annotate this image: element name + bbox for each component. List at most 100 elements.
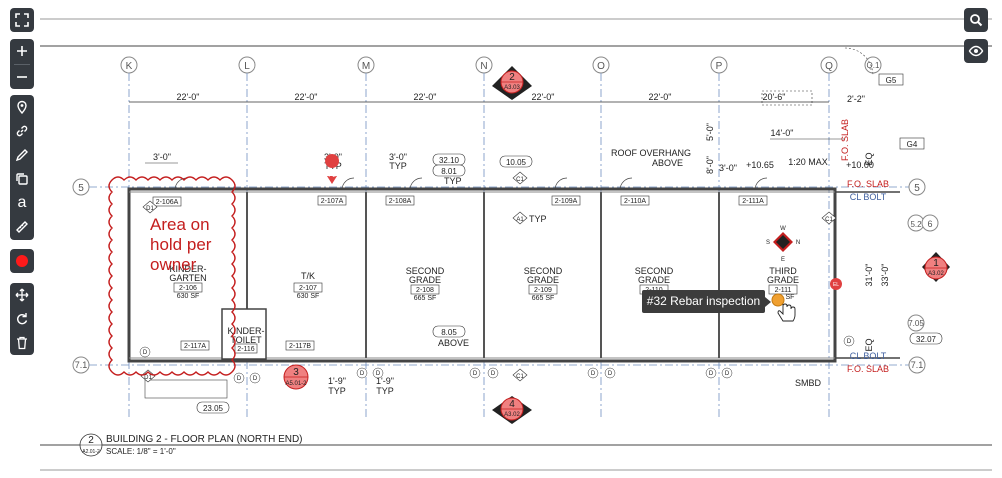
rotate-icon [17, 313, 28, 325]
svg-text:D: D [253, 376, 258, 382]
text-tool-button[interactable]: a [10, 191, 34, 215]
door-tag: 2-110A [620, 195, 650, 206]
svg-text:D: D [237, 376, 242, 382]
svg-text:S: S [766, 240, 770, 246]
section-marker-1-a302[interactable]: 1 A3.02 [922, 252, 950, 282]
svg-text:630 SF: 630 SF [297, 293, 320, 300]
svg-text:6: 6 [927, 219, 932, 229]
room-tk[interactable]: T/K 2-107 630 SF [293, 271, 323, 300]
svg-text:E: E [781, 257, 785, 263]
svg-text:5: 5 [914, 183, 920, 194]
door-tag: 2-108A [385, 195, 415, 206]
svg-text:D: D [360, 371, 365, 377]
section-marker-2-a303[interactable]: 2 A3.03 [492, 66, 532, 100]
svg-text:P: P [716, 61, 723, 72]
ruler-icon [16, 221, 28, 233]
svg-text:2-117A: 2-117A [184, 343, 206, 350]
svg-text:2-111: 2-111 [775, 287, 792, 294]
svg-text:BUILDING 2 - FLOOR PLAN (NORTH: BUILDING 2 - FLOOR PLAN (NORTH END) [106, 434, 303, 445]
svg-text:A5.01-2: A5.01-2 [285, 381, 307, 387]
svg-text:GARTEN: GARTEN [169, 273, 206, 283]
fullscreen-button[interactable] [10, 8, 34, 32]
svg-text:M: M [362, 61, 370, 72]
svg-text:2-111A: 2-111A [742, 198, 764, 205]
svg-text:TOILET: TOILET [230, 335, 262, 345]
pin-tool-button[interactable] [10, 95, 34, 119]
delete-tool-button[interactable] [10, 331, 34, 355]
svg-text:CL BOLT: CL BOLT [850, 351, 887, 361]
copy-tool-button[interactable] [10, 167, 34, 191]
svg-text:GRADE: GRADE [767, 275, 799, 285]
svg-text:7.1: 7.1 [911, 360, 924, 370]
move-tool-button[interactable] [10, 283, 34, 307]
svg-text:Q.1: Q.1 [867, 61, 880, 70]
rotate-tool-button[interactable] [10, 307, 34, 331]
el-marker[interactable]: EL [830, 278, 842, 290]
door-tag: 2-117A [180, 340, 210, 351]
measure-tool-button[interactable] [10, 215, 34, 239]
svg-text:1'-9": 1'-9" [376, 376, 394, 386]
room-kindergarten[interactable]: KINDER-GARTEN 2-106 630 SF [169, 264, 206, 300]
svg-text:2-106: 2-106 [179, 285, 197, 292]
svg-text:8.05: 8.05 [441, 328, 457, 337]
svg-text:ABOVE: ABOVE [438, 338, 469, 348]
revision-cloud-markup[interactable]: Area on hold per owner [108, 176, 236, 376]
zoom-in-icon [17, 46, 27, 56]
svg-text:3'-0": 3'-0" [389, 152, 407, 162]
svg-text:7.05: 7.05 [908, 319, 924, 328]
pl-marker[interactable]: PL [325, 154, 340, 184]
move-icon [15, 288, 29, 302]
svg-text:3: 3 [293, 367, 299, 378]
zoom-in-button[interactable] [10, 39, 34, 63]
svg-text:630 SF: 630 SF [177, 293, 200, 300]
svg-text:EQ: EQ [864, 152, 874, 165]
svg-text:CL BOLT: CL BOLT [850, 192, 887, 202]
visibility-button[interactable] [964, 39, 988, 63]
svg-text:1:20 MAX: 1:20 MAX [788, 157, 828, 167]
svg-text:2-110A: 2-110A [624, 198, 646, 205]
svg-text:SECOND: SECOND [635, 266, 674, 276]
search-button[interactable] [964, 8, 988, 32]
door-tag: 2-106A [152, 196, 182, 207]
svg-text:2-109A: 2-109A [555, 198, 578, 205]
link-tool-button[interactable] [10, 119, 34, 143]
trash-icon [17, 336, 27, 350]
svg-text:GRADE: GRADE [409, 275, 441, 285]
svg-text:GRADE: GRADE [638, 275, 670, 285]
copy-icon [16, 173, 28, 185]
color-picker-button[interactable] [10, 249, 34, 273]
door-tags: 2-106A 2-107A 2-108A 2-109A 2-110A 2-111… [152, 195, 768, 351]
room-kinder-toilet[interactable]: KINDER-TOILET 2-116 [227, 326, 265, 354]
markup-toolbar: a [10, 95, 34, 240]
link-icon [16, 125, 28, 137]
svg-text:N: N [796, 240, 800, 246]
svg-text:GRADE: GRADE [527, 275, 559, 285]
grid-col-q1: Q.1 [864, 56, 882, 74]
pen-tool-button[interactable] [10, 143, 34, 167]
svg-text:A3.03: A3.03 [504, 85, 520, 91]
svg-text:EQ: EQ [864, 338, 874, 351]
svg-text:20'-6": 20'-6" [763, 92, 786, 102]
zoom-out-button[interactable] [10, 65, 34, 89]
svg-text:665 SF: 665 SF [532, 295, 555, 302]
svg-text:Area on: Area on [150, 215, 210, 234]
svg-text:G4: G4 [907, 140, 918, 149]
door-tag: 2-107A [317, 195, 347, 206]
svg-text:D: D [143, 350, 148, 356]
section-marker-3-a501[interactable]: 3 A5.01-2 [283, 364, 309, 390]
svg-text:23.05: 23.05 [203, 404, 224, 413]
svg-text:2-107A: 2-107A [321, 198, 344, 205]
search-icon [970, 14, 983, 27]
svg-text:TYP: TYP [529, 214, 547, 224]
pin-icon [17, 100, 27, 115]
svg-text:5.2: 5.2 [910, 220, 922, 229]
svg-text:22'-0": 22'-0" [295, 92, 318, 102]
section-marker-4-a302[interactable]: 4 A3.02 [492, 396, 532, 424]
inspection-pin[interactable] [771, 293, 785, 307]
svg-text:N: N [480, 61, 487, 72]
grid-row-bubbles: 5 5 5.2 6 7.05 7.1 7.1 [72, 178, 939, 374]
